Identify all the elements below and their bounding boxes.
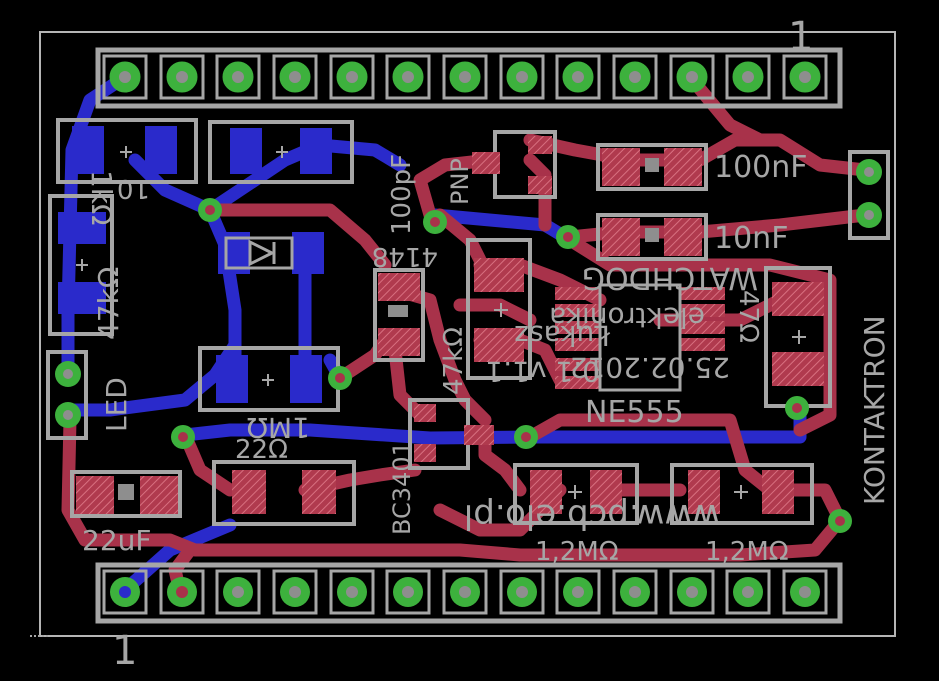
led-connector (46, 350, 88, 440)
r-1k-label: 1kΩ (85, 170, 118, 225)
bottom-pin-header (95, 562, 843, 624)
r-1-2m-b-label: 1,2MΩ (705, 537, 789, 567)
date-label: 25.02.2012 (570, 351, 730, 384)
kontaktron-label: KONTAKTRON (858, 315, 891, 505)
cap-100pf-label: 100pF (387, 154, 417, 235)
cap-100nf-label: 100nF (714, 150, 808, 185)
ne555-label: NE555 (585, 395, 684, 430)
author-label: Łukasz (514, 319, 611, 352)
bottom-smd-components (48, 118, 354, 412)
silkscreen-labels: 1 1 100nF 10nF 100pF PNP 4148 WATCHDOG e… (82, 14, 891, 674)
board-outline (39, 31, 896, 637)
version-label: 0.1 v1.1 (485, 355, 600, 388)
diode-label: 4148 (372, 241, 438, 271)
cap-10nf-label: 10nF (714, 221, 788, 256)
pin-one-bottom-label: 1 (112, 628, 137, 674)
led-label: LED (100, 377, 133, 432)
transistor-label: BC3401 (388, 441, 416, 535)
pnp-label: PNP (446, 158, 474, 205)
top-pin-header (95, 47, 843, 109)
r-47k-label: 47kΩ (439, 327, 469, 395)
vias (171, 198, 852, 533)
r-47k-vert-label: 47kΩ (92, 267, 125, 340)
top-smd-components (70, 130, 832, 526)
r-1m-label: 1MΩ (247, 411, 310, 444)
kontaktron-connector (848, 150, 890, 240)
r-10-label: 10 (117, 173, 150, 203)
elektronika-label: elektronika (549, 301, 705, 334)
r-1-2m-a-label: 1,2MΩ (535, 537, 619, 567)
r-47ohm-label: 47Ω (733, 290, 763, 343)
website-label: www.pcb.elo.pl (464, 496, 720, 536)
r-22-label: 22Ω (235, 435, 288, 465)
cap-22uf-label: 22uF (82, 524, 151, 557)
watchdog-label: WATCHDOG (582, 260, 758, 295)
pin-one-top-label: 1 (788, 14, 813, 60)
